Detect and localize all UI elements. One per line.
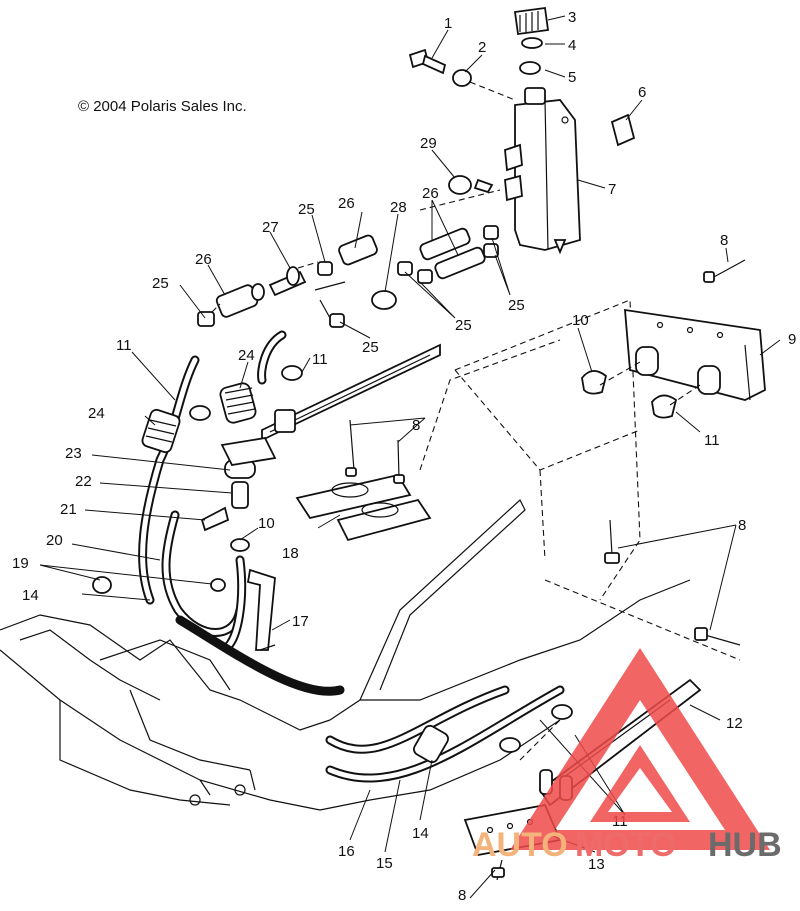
hose-clamp-11-left	[189, 405, 211, 421]
callout-11-left: 11	[116, 337, 132, 354]
callout-29: 29	[420, 135, 437, 152]
hose-clamp-11-lower-a	[551, 704, 573, 720]
hose-clamp-upper	[581, 370, 608, 395]
callout-13: 13	[588, 856, 605, 873]
adapter-22	[231, 481, 249, 509]
cap-gasket	[521, 37, 543, 49]
callout-8-bottom: 8	[458, 887, 466, 904]
callout-21: 21	[60, 501, 77, 518]
cap-ring	[519, 61, 541, 75]
callout-20: 20	[46, 532, 63, 549]
watermark-auto: AUTO	[472, 826, 568, 864]
spring-sleeve-lower	[413, 724, 449, 764]
callout-25-top: 25	[298, 201, 315, 218]
callout-27: 27	[262, 219, 279, 236]
coolant-bottle	[504, 87, 581, 255]
rivet-top-right	[703, 259, 746, 283]
callout-26-left: 26	[195, 251, 212, 268]
hose-clamp-11-mid	[281, 365, 303, 381]
callout-16: 16	[338, 843, 355, 860]
callout-25-left: 25	[152, 275, 169, 292]
callout-2: 2	[478, 39, 486, 56]
callout-11-right: 11	[704, 432, 720, 449]
mounting-bolt	[408, 48, 447, 75]
rivet-right	[604, 519, 741, 646]
watermark-hub: HUB	[708, 826, 782, 864]
callout-14-left: 14	[22, 587, 39, 604]
hose-clamp-right	[651, 394, 678, 419]
callout-19: 19	[12, 555, 29, 572]
watermark-inner-triangle	[590, 745, 690, 822]
callout-numbers: 1 2 3 4 5 6 7 8 8 8 8 9 10 10 11 11 11 1…	[12, 9, 796, 904]
callout-15: 15	[376, 855, 393, 872]
callout-18: 18	[282, 545, 299, 562]
clamp-19b	[210, 578, 226, 592]
callout-25-center: 25	[362, 339, 379, 356]
callout-1: 1	[444, 15, 452, 32]
mounting-bracket	[624, 308, 766, 401]
callout-6: 6	[638, 84, 646, 101]
callout-10-right: 10	[572, 312, 589, 329]
callout-9: 9	[788, 331, 796, 348]
tee-fitting	[200, 506, 230, 532]
bracket-17	[246, 568, 276, 651]
spring-sleeve-right	[219, 382, 257, 424]
tank-clip	[610, 113, 636, 147]
callout-8-right: 8	[738, 517, 746, 534]
leader-lines	[39, 15, 781, 899]
clamp-19	[92, 576, 112, 594]
callout-17: 17	[292, 613, 309, 630]
callout-3: 3	[568, 9, 576, 26]
clamp-10	[230, 538, 250, 552]
heat-exchanger	[261, 343, 441, 442]
callout-23: 23	[65, 445, 82, 462]
callout-28: 28	[390, 199, 407, 216]
watermark-moto: MOTO	[575, 826, 676, 864]
callout-14-bottom: 14	[412, 825, 429, 842]
copyright-notice: © 2004 Polaris Sales Inc.	[78, 98, 247, 115]
watermark-logo: AUTO MOTO HUB	[472, 648, 782, 864]
callout-26-right: 26	[422, 185, 439, 202]
mount-plate	[295, 473, 432, 542]
callout-25-mid: 25	[455, 317, 472, 334]
hose-clamp-11-lower-b	[499, 737, 521, 753]
bleed-fitting	[448, 175, 494, 195]
callout-11-mid: 11	[312, 351, 328, 368]
callout-26-top: 26	[338, 195, 355, 212]
rivet-center	[345, 419, 405, 484]
chassis-frame	[0, 299, 691, 811]
callout-22: 22	[75, 473, 92, 490]
callout-10-left: 10	[258, 515, 275, 532]
callout-7: 7	[608, 181, 616, 198]
callout-8-top: 8	[720, 232, 728, 249]
callout-8-center: 8	[412, 417, 420, 434]
radiator-cap	[513, 6, 550, 36]
callout-12: 12	[726, 715, 743, 732]
left-hose-routing	[138, 330, 565, 783]
bolt-washer	[452, 69, 472, 87]
coolant-line-kit	[197, 225, 499, 328]
callout-24-left: 24	[88, 405, 105, 422]
watermark-triangle	[510, 648, 770, 850]
plate-23	[220, 437, 277, 466]
callout-25-right: 25	[508, 297, 525, 314]
callout-5: 5	[568, 69, 576, 86]
callout-24-right: 24	[238, 347, 255, 364]
callout-4: 4	[568, 37, 576, 54]
